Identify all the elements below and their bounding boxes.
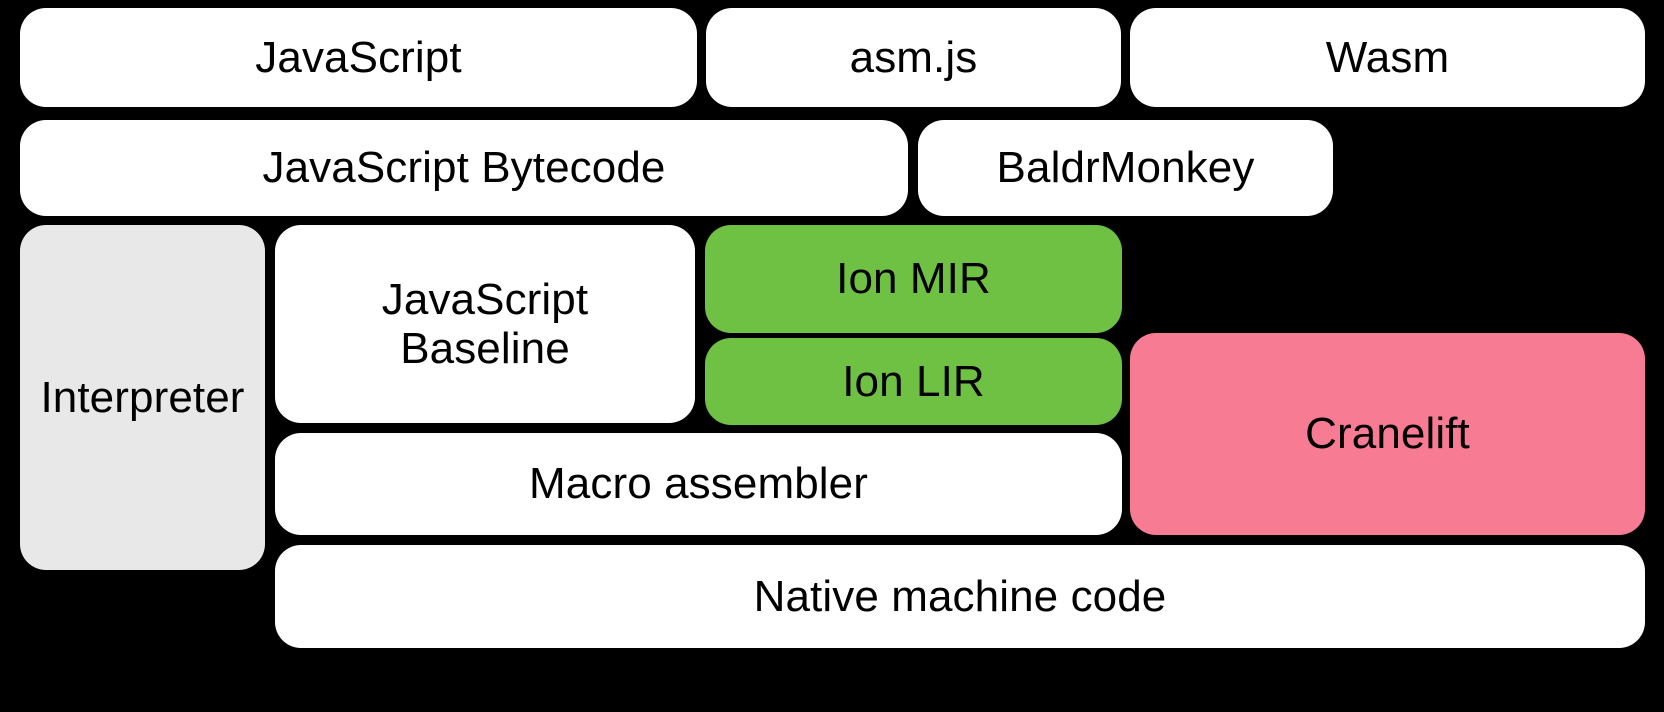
node-javascript-baseline: JavaScript Baseline xyxy=(275,225,695,423)
node-ion-mir: Ion MIR xyxy=(705,225,1122,333)
node-label-native-machine-code: Native machine code xyxy=(753,571,1167,621)
node-label-macro-assembler: Macro assembler xyxy=(529,459,868,509)
node-label-wasm: Wasm xyxy=(1325,32,1450,82)
node-label-baldrmonkey: BaldrMonkey xyxy=(996,143,1255,193)
node-javascript-bytecode: JavaScript Bytecode xyxy=(20,120,908,216)
node-cranelift: Cranelift xyxy=(1130,333,1645,535)
node-macro-assembler: Macro assembler xyxy=(275,433,1122,535)
node-label-cranelift: Cranelift xyxy=(1305,409,1470,459)
node-label-ion-mir: Ion MIR xyxy=(836,254,991,304)
node-label-javascript-bytecode: JavaScript Bytecode xyxy=(262,143,666,193)
node-wasm: Wasm xyxy=(1130,8,1645,107)
node-asm-js: asm.js xyxy=(706,8,1121,107)
node-javascript: JavaScript xyxy=(20,8,697,107)
node-label-ion-lir: Ion LIR xyxy=(842,356,985,406)
node-interpreter: Interpreter xyxy=(20,225,265,570)
node-ion-lir: Ion LIR xyxy=(705,338,1122,425)
node-native-machine-code: Native machine code xyxy=(275,545,1645,648)
node-label-javascript-baseline: JavaScript Baseline xyxy=(381,274,589,373)
node-label-interpreter: Interpreter xyxy=(40,372,245,422)
node-baldrmonkey: BaldrMonkey xyxy=(918,120,1333,216)
node-label-asm-js: asm.js xyxy=(849,32,978,82)
node-label-javascript: JavaScript xyxy=(255,32,462,82)
